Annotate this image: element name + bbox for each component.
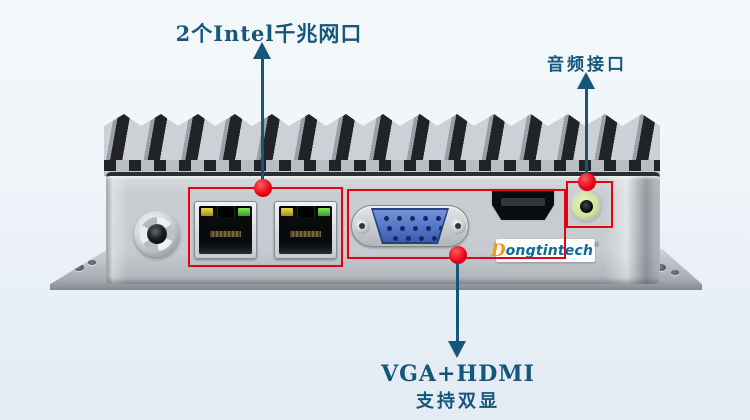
audio-jack-hole	[579, 199, 593, 213]
vga-screw-left	[354, 218, 370, 234]
vga-port-face	[373, 210, 447, 242]
lan-led-green	[238, 208, 250, 216]
lan-anchor-dot	[254, 179, 272, 197]
audio-leader-line	[585, 88, 588, 182]
ethernet-port-1	[194, 201, 257, 259]
lan-led-yellow	[201, 208, 213, 216]
audio-jack-ring	[569, 189, 603, 223]
power-jack	[134, 211, 180, 257]
screw-hole	[656, 264, 666, 271]
audio-arrow-up-icon	[577, 72, 595, 89]
vga-pin-holes	[384, 216, 389, 221]
rj45-contacts	[209, 230, 242, 237]
rj45-contacts	[289, 230, 322, 237]
rj45-latch-slot	[216, 206, 235, 218]
rj45-latch-slot	[296, 206, 315, 218]
ethernet-port-2	[274, 201, 337, 259]
brand-logo-initial: D	[490, 240, 506, 261]
hdmi-slot	[501, 198, 545, 206]
lan-arrow-up-icon	[253, 42, 271, 59]
display-arrow-down-icon	[448, 341, 466, 358]
audio-callout-label: 音频接口	[547, 55, 627, 75]
lan-led-yellow	[281, 208, 293, 216]
brand-logo-text: ongtintech	[505, 242, 594, 259]
lan-highlight-box	[188, 187, 343, 267]
audio-anchor-dot	[578, 173, 596, 191]
registered-trademark-icon: ®	[593, 241, 601, 249]
display-anchor-dot	[449, 246, 467, 264]
screw-hole	[671, 270, 679, 275]
ethernet-port-cavity	[279, 206, 332, 254]
power-jack-hole	[147, 224, 167, 244]
screw-hole	[74, 264, 84, 271]
display-leader-line	[456, 255, 459, 341]
ethernet-port-cavity	[199, 206, 252, 254]
screw-hole	[88, 260, 96, 265]
vga-port	[371, 208, 449, 244]
display-callout-label-line2: 支持双显	[416, 391, 500, 412]
lan-callout-label: 2个Intel千兆网口	[175, 21, 363, 46]
lan-leader-line	[261, 58, 264, 188]
vga-screw-right	[450, 218, 466, 234]
heatsink-blade-fins	[104, 114, 660, 160]
lan-led-green	[318, 208, 330, 216]
display-callout-label-line1: VGA+HDMI	[381, 361, 535, 387]
heatsink-fins	[104, 114, 660, 176]
